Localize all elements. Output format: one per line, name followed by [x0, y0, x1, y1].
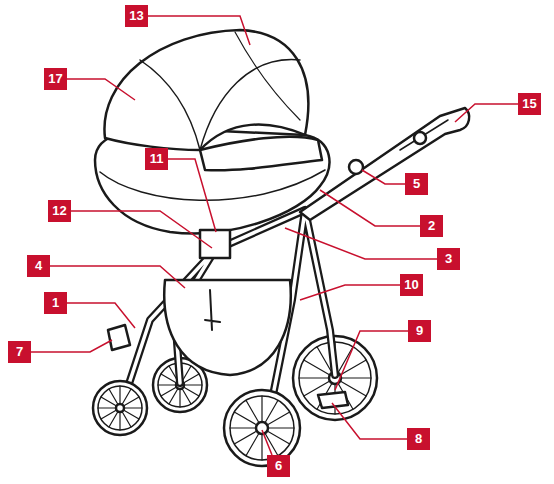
wheel [93, 381, 147, 435]
leader-lines [30, 16, 518, 455]
callout-number: 2 [420, 215, 443, 237]
callout-number: 3 [437, 248, 460, 270]
bassinet [95, 129, 329, 233]
callout-number: 1 [44, 292, 67, 314]
callout-number: 15 [518, 93, 541, 115]
brake [318, 392, 348, 408]
callout-number: 6 [267, 455, 290, 477]
frame [122, 210, 335, 420]
callout-number: 11 [145, 148, 168, 170]
wheel-mount [108, 325, 130, 350]
callout-number: 17 [44, 68, 67, 90]
seat-adapter [200, 230, 230, 258]
callout-number: 9 [408, 320, 431, 342]
basket [164, 280, 290, 375]
callout-number: 13 [125, 5, 148, 27]
callout-number: 12 [48, 200, 71, 222]
callout-number: 7 [8, 341, 31, 363]
callout-number: 5 [405, 173, 428, 195]
callout-number: 4 [27, 255, 50, 277]
hood [104, 30, 308, 150]
callout-number: 10 [400, 274, 423, 296]
callout-number: 8 [407, 428, 430, 450]
